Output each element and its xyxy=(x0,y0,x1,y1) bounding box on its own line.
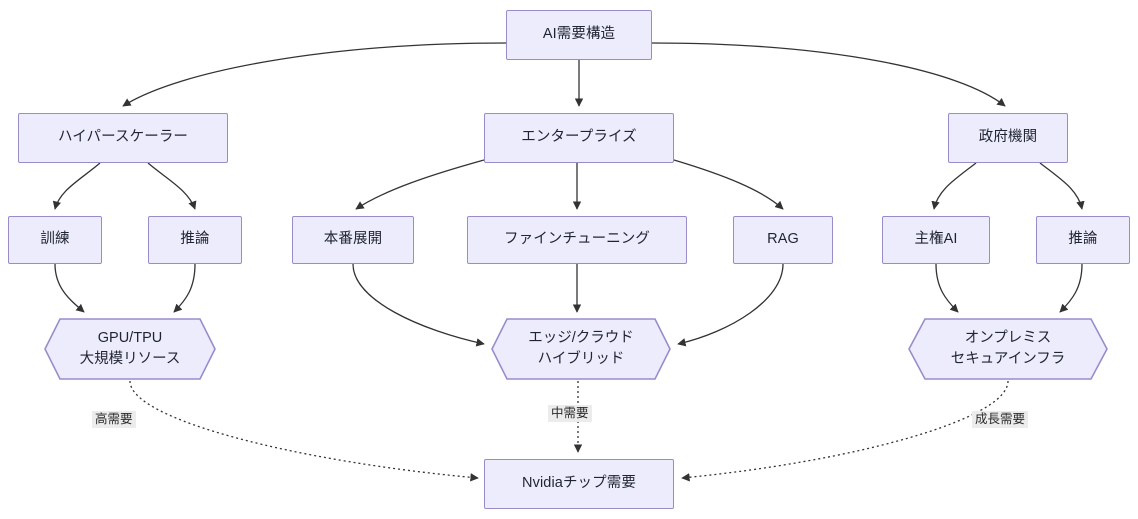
edge-sovereign-onprem xyxy=(935,263,959,313)
node-finetuning[interactable]: ファインチューニング xyxy=(467,216,687,264)
node-government[interactable]: 政府機関 xyxy=(948,113,1068,163)
edge-gputpu-nvidia xyxy=(129,380,479,482)
node-government-label: 政府機関 xyxy=(978,129,1038,146)
edge-enterprise-production xyxy=(355,159,485,210)
node-edge-cloud-hybrid-label: エッジ/クラウド ハイブリッド xyxy=(528,329,634,367)
node-rag[interactable]: RAG xyxy=(733,216,833,264)
edge-label-growth-demand: 成長需要 xyxy=(972,411,1029,428)
edge-root-hyperscaler xyxy=(122,42,507,107)
edge-hyperscaler-training xyxy=(52,162,101,210)
edge-root-government xyxy=(651,42,1006,107)
node-rag-label: RAG xyxy=(767,231,799,248)
node-nvidia-chip-demand[interactable]: Nvidiaチップ需要 xyxy=(484,459,674,509)
edge-training-gputpu xyxy=(54,263,85,313)
node-inference-hyperscaler-label: 推論 xyxy=(180,231,210,248)
node-onprem-secure-infra-label: オンプレミス セキュアインフラ xyxy=(950,329,1066,367)
node-inference-government[interactable]: 推論 xyxy=(1036,216,1130,264)
edge-onprem-nvidia xyxy=(681,380,1009,482)
edge-production-edgecloud xyxy=(352,263,485,347)
node-training[interactable]: 訓練 xyxy=(8,216,102,264)
edge-government-sovereign xyxy=(931,162,977,210)
node-hyperscaler[interactable]: ハイパースケーラー xyxy=(18,113,228,163)
edge-inference2-onprem xyxy=(1059,263,1083,313)
edge-government-inference2 xyxy=(1039,162,1085,210)
node-production[interactable]: 本番展開 xyxy=(292,216,414,264)
edge-enterprise-rag xyxy=(673,159,784,210)
node-hyperscaler-label: ハイパースケーラー xyxy=(57,129,189,146)
node-gpu-tpu[interactable]: GPU/TPU 大規模リソース xyxy=(44,318,216,380)
hexagon-shape xyxy=(908,318,1108,380)
node-onprem-secure-infra[interactable]: オンプレミス セキュアインフラ xyxy=(908,318,1108,380)
hexagon-shape xyxy=(44,318,216,380)
edge-inference1-gputpu xyxy=(173,263,196,313)
node-inference-government-label: 推論 xyxy=(1068,231,1098,248)
node-training-label: 訓練 xyxy=(40,231,70,248)
node-sovereign-ai[interactable]: 主権AI xyxy=(882,216,990,264)
node-gpu-tpu-label: GPU/TPU 大規模リソース xyxy=(79,329,181,367)
node-inference-hyperscaler[interactable]: 推論 xyxy=(148,216,242,264)
edge-rag-edgecloud xyxy=(677,263,784,347)
hexagon-shape xyxy=(491,318,671,380)
edge-hyperscaler-inference1 xyxy=(147,162,197,210)
node-edge-cloud-hybrid[interactable]: エッジ/クラウド ハイブリッド xyxy=(491,318,671,380)
node-enterprise[interactable]: エンタープライズ xyxy=(484,113,674,163)
edge-label-high-demand: 高需要 xyxy=(92,411,136,428)
node-sovereign-ai-label: 主権AI xyxy=(914,231,958,248)
node-enterprise-label: エンタープライズ xyxy=(521,129,637,146)
node-root[interactable]: AI需要構造 xyxy=(506,10,652,60)
node-finetuning-label: ファインチューニング xyxy=(504,231,650,248)
node-production-label: 本番展開 xyxy=(323,231,383,248)
edge-label-medium-demand: 中需要 xyxy=(548,405,592,422)
node-nvidia-chip-demand-label: Nvidiaチップ需要 xyxy=(522,475,636,492)
node-root-label: AI需要構造 xyxy=(542,26,616,43)
